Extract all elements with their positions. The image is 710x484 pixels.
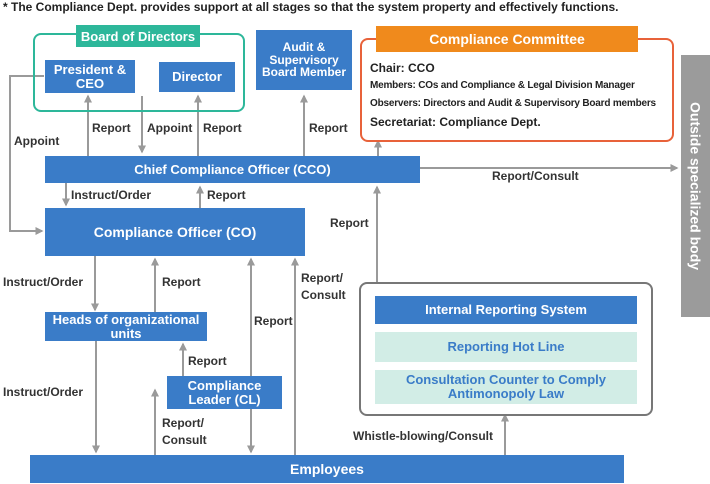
label-report-slash-emp-cl: Report/ [162,416,204,430]
label-report-cl-heads: Report [188,354,227,368]
director-box: Director [159,62,235,92]
label-consult-emp-cl: Consult [162,433,207,447]
label-report-heads-co: Report [162,275,201,289]
heads-of-units-box: Heads of organizational units [45,312,207,341]
compliance-committee-group: Chair: CCO Members: COs and Compliance &… [360,38,674,142]
label-instruct-heads-emp: Instruct/Order [3,385,84,399]
co-box: Compliance Officer (CO) [45,208,305,256]
label-report-cl-co: Report [254,314,293,328]
committee-observers: Observers: Directors and Audit & Supervi… [370,98,656,109]
audit-supervisory-box: Audit & Supervisory Board Member [256,30,352,90]
compliance-committee-title: Compliance Committee [376,26,638,52]
label-report-co-cco: Report [207,188,246,202]
committee-members: Members: COs and Compliance & Legal Divi… [370,80,635,91]
compliance-leader-box: Compliance Leader (CL) [167,376,282,409]
outside-specialized-body-label: Outside specialized body [687,101,704,271]
board-of-directors-title: Board of Directors [76,25,200,47]
president-ceo-box: President & CEO [45,60,135,93]
committee-secretariat: Secretariat: Compliance Dept. [370,115,541,129]
cco-box: Chief Compliance Officer (CCO) [45,156,420,183]
label-report-audit: Report [309,121,348,135]
label-report-slash-emp-co: Report/ [301,271,343,285]
consultation-counter-box: Consultation Counter to Comply Antimonop… [375,370,637,404]
label-report-internal: Report [330,216,369,230]
label-consult-emp-co: Consult [301,288,346,302]
label-instruct-co-heads: Instruct/Order [3,275,84,289]
footnote: * The Compliance Dept. provides support … [3,0,619,14]
label-report-consult-outside: Report/Consult [492,169,579,183]
label-appoint-cco: Appoint [147,121,193,135]
reporting-hotline-box: Reporting Hot Line [375,332,637,362]
label-instruct-cco-co: Instruct/Order [71,188,152,202]
label-whistle-blowing: Whistle-blowing/Consult [353,429,493,443]
label-report-director: Report [203,121,242,135]
employees-box: Employees [30,455,624,483]
label-appoint-left: Appoint [14,134,60,148]
outside-specialized-body: Outside specialized body [681,55,710,317]
committee-chair: Chair: CCO [370,61,435,75]
label-report-president: Report [92,121,131,135]
internal-reporting-title: Internal Reporting System [375,296,637,324]
